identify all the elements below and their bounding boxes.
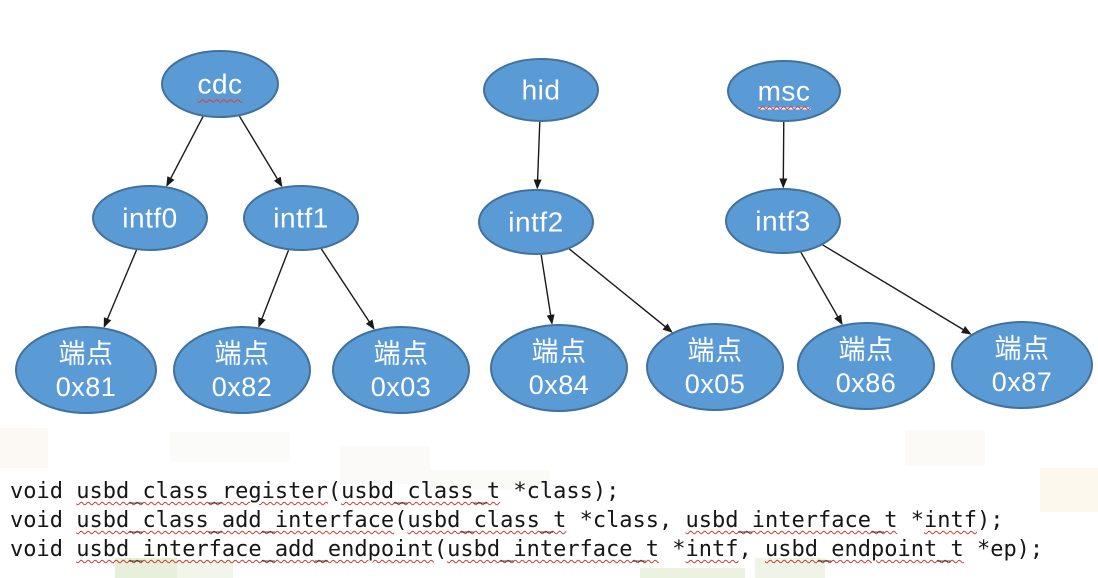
node-label-text: 端点 <box>373 339 429 369</box>
edge-intf2-ep05 <box>568 248 673 333</box>
node-intf3 <box>725 188 841 254</box>
code-token: ); <box>976 508 1004 533</box>
code-token: void <box>10 479 77 504</box>
edge-intf3-ep86 <box>800 251 843 326</box>
edge-intf1-ep03 <box>320 248 375 330</box>
diagram-nodes <box>15 50 1093 414</box>
node-label-text: 端点 <box>58 339 114 369</box>
node-cdc <box>161 50 279 118</box>
node-msc <box>727 60 841 122</box>
node-intf0 <box>92 185 208 251</box>
node-ep82 <box>173 326 311 414</box>
node-ep84 <box>490 324 628 412</box>
node-label-text: 端点 <box>214 339 270 369</box>
node-label-subtext: 0x87 <box>991 367 1053 397</box>
background-tile <box>1040 468 1098 512</box>
node-label-text: intf3 <box>755 205 811 237</box>
code-token: *class, <box>566 508 686 533</box>
node-label-text: intf1 <box>273 202 329 234</box>
code-token-misspelled: usbd_class_t <box>341 479 501 504</box>
node-label-cdc: cdc <box>197 68 242 101</box>
node-label-hid: hid <box>522 74 561 107</box>
code-token-misspelled: usbd_class_add_interface <box>76 508 395 533</box>
edge-intf3-ep87 <box>822 244 972 335</box>
node-label-text: intf2 <box>508 206 564 238</box>
code-token-misspelled: usbd_interface_t <box>685 508 898 533</box>
node-intf2 <box>478 189 594 255</box>
edge-cdc-intf0 <box>166 116 204 187</box>
node-label-subtext: 0x81 <box>55 372 117 402</box>
code-token: ( <box>327 479 342 504</box>
node-label-intf1: intf1 <box>273 202 328 235</box>
node-label-subtext: 0x84 <box>528 370 590 400</box>
code-token: ( <box>394 508 408 533</box>
background-tile <box>640 568 745 578</box>
code-line-3: void usbd_interface_add_endpoint(usbd_in… <box>10 535 1043 564</box>
code-token: , <box>738 537 766 562</box>
node-label-intf2: intf2 <box>508 206 563 239</box>
code-token-misspelled: usbd_class_t <box>407 508 567 533</box>
code-token: * <box>897 508 924 533</box>
node-label-text: 端点 <box>531 337 587 367</box>
code-line-2: void usbd_class_add_interface(usbd_class… <box>10 506 1043 535</box>
code-token-misspelled: usbd_interface_t <box>447 537 660 562</box>
edge-cdc-intf1 <box>238 115 283 188</box>
code-token: void <box>10 508 77 533</box>
node-label-subtext: 0x03 <box>370 372 432 402</box>
code-token: void <box>10 537 77 562</box>
node-label-text: 端点 <box>838 335 894 365</box>
node-label-text: 端点 <box>687 336 743 366</box>
code-token-misspelled: intf <box>685 537 739 562</box>
node-label-text: 端点 <box>994 334 1050 364</box>
edge-intf2-ep84 <box>540 254 555 325</box>
edge-intf0-ep81 <box>103 249 138 328</box>
code-token-misspelled: usbd_interface_add_endpoint <box>76 537 434 562</box>
code-token-misspelled: usbd_class_register <box>76 479 328 504</box>
code-line-1: void usbd_class_register(usbd_class_t *c… <box>10 477 1043 506</box>
code-token: ( <box>433 537 448 562</box>
node-label-msc: msc <box>757 75 811 110</box>
edge-hid-intf2 <box>533 121 542 190</box>
code-snippet: void usbd_class_register(usbd_class_t *c… <box>10 477 1043 564</box>
diagram-edges <box>103 115 972 335</box>
node-intf1 <box>243 185 359 251</box>
node-label-subtext: 0x82 <box>211 372 273 402</box>
node-ep86 <box>797 322 935 410</box>
node-ep03 <box>332 326 470 414</box>
code-token: *class); <box>500 479 620 504</box>
node-label-text: hid <box>521 74 561 106</box>
code-token: *ep); <box>963 537 1044 562</box>
node-ep05 <box>646 323 784 411</box>
code-token: * <box>659 537 686 562</box>
node-label-subtext: 0x86 <box>835 368 897 398</box>
node-label-text: intf0 <box>122 202 178 234</box>
edge-intf1-ep82 <box>258 249 290 328</box>
node-hid <box>483 58 599 122</box>
node-label-intf3: intf3 <box>755 205 810 238</box>
node-ep81 <box>15 326 157 414</box>
edge-msc-intf3 <box>779 121 788 189</box>
node-label-intf0: intf0 <box>122 202 177 235</box>
code-token-misspelled: intf <box>923 508 977 533</box>
node-label-text: cdc <box>197 68 243 100</box>
node-ep87 <box>951 321 1093 409</box>
node-label-text: msc <box>757 75 811 110</box>
node-label-subtext: 0x05 <box>684 369 746 399</box>
code-token-misspelled: usbd_endpoint_t <box>765 537 964 562</box>
usb-hierarchy-diagram <box>15 50 1093 414</box>
